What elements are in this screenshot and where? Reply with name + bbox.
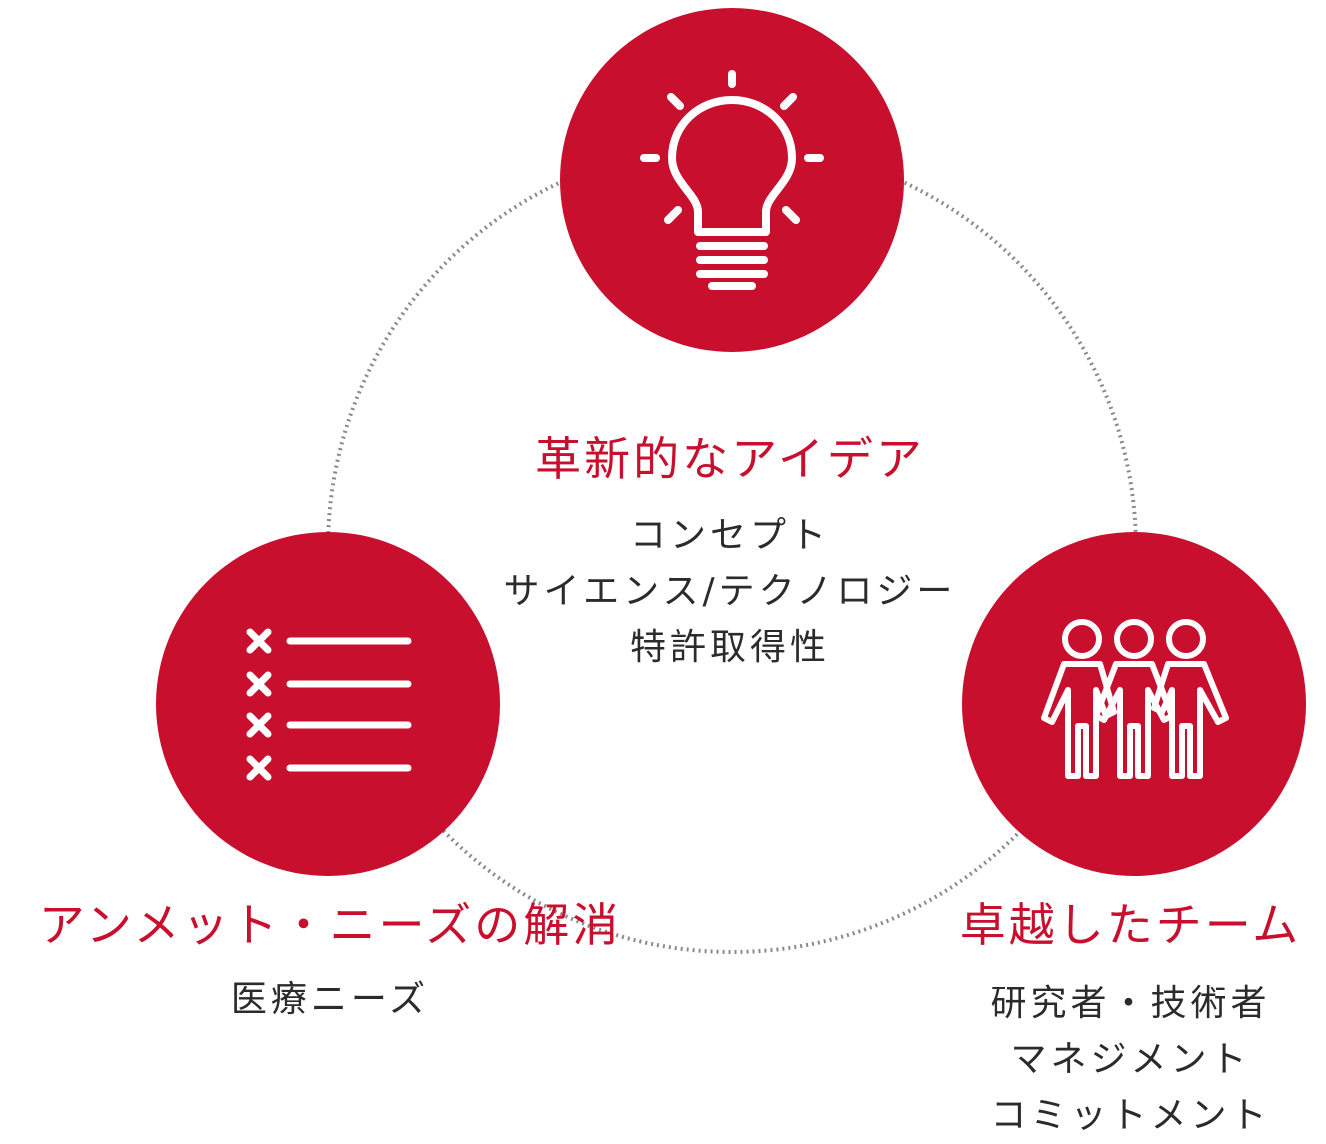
node-top-item: 特許取得性: [629, 627, 830, 668]
node-left-circle: [156, 532, 500, 876]
node-top-title: 革新的なアイデア: [535, 432, 925, 486]
node-right-item: 研究者・技術者: [990, 983, 1271, 1024]
node-top-item: コンセプト: [629, 515, 830, 556]
node-left-title: アンメット・ニーズの解消: [38, 898, 622, 952]
lightbulb-icon: [640, 70, 824, 290]
node-right-title: 卓越したチーム: [959, 898, 1302, 952]
node-top-items: コンセプト サイエンス/テクノロジー 特許取得性: [430, 508, 1030, 676]
node-top-circle: [560, 8, 904, 352]
checklist-icon: [246, 628, 412, 781]
node-right-item: コミットメント: [990, 1095, 1271, 1136]
node-left: [156, 532, 500, 876]
node-left-item: 医療ニーズ: [230, 979, 430, 1020]
node-top-item: サイエンス/テクノロジー: [503, 571, 957, 612]
node-right-item: マネジメント: [1010, 1039, 1251, 1080]
node-right: [962, 532, 1306, 876]
node-right-circle: [962, 532, 1306, 876]
node-right-items: 研究者・技術者 マネジメント コミットメント: [935, 976, 1326, 1144]
node-left-items: 医療ニーズ: [0, 972, 660, 1028]
people-group-icon: [1041, 619, 1229, 779]
node-top: [560, 8, 904, 352]
